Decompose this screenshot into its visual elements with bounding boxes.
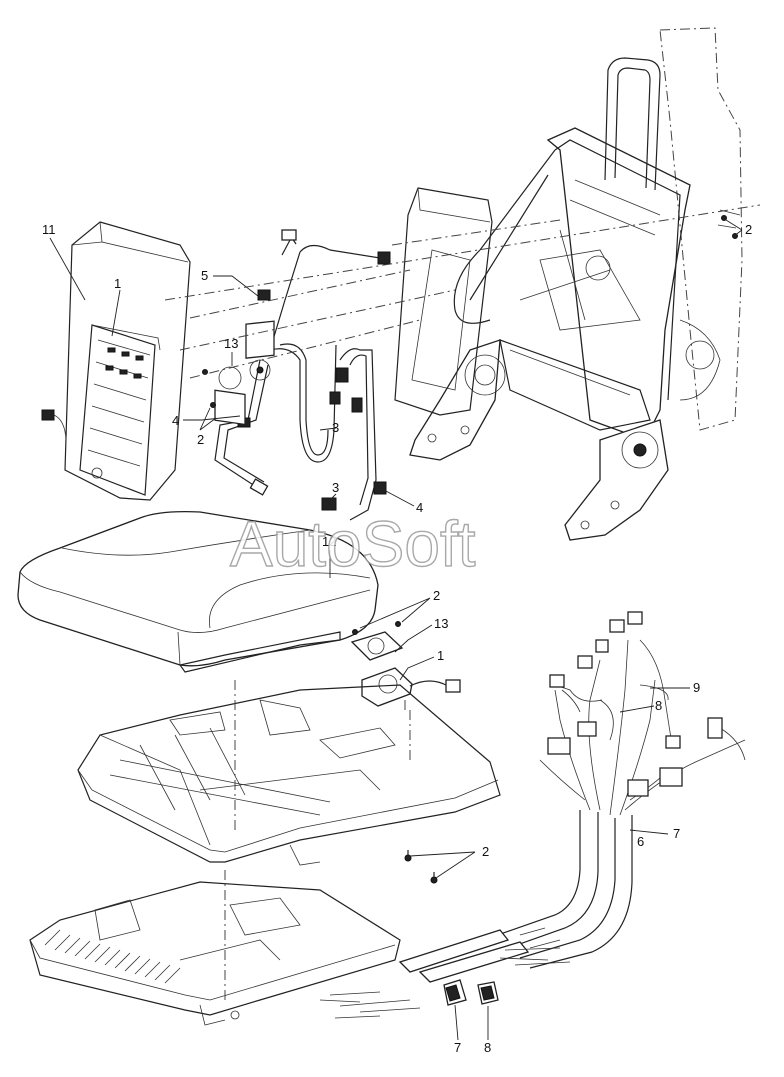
watermark-text: AutoSoft <box>230 508 476 580</box>
callout-12: 12 <box>322 534 336 549</box>
fan-icon <box>202 320 275 426</box>
connector-icon <box>335 367 349 383</box>
callout-5: 5 <box>201 268 208 283</box>
heating-mat-grid <box>87 339 151 467</box>
fan-icon <box>350 621 461 707</box>
seat-base <box>29 881 401 1026</box>
callout-7-connector: 7 <box>454 1040 461 1055</box>
assembly-lines-seat <box>224 680 411 1000</box>
backrest-frame <box>409 27 743 541</box>
callout-13-back: 13 <box>224 336 238 351</box>
connector-icon <box>41 409 55 421</box>
connector-icon <box>443 979 467 1006</box>
callout-1-seat: 1 <box>437 648 444 663</box>
callout-8-connector: 8 <box>484 1040 491 1055</box>
callout-2-seat: 2 <box>433 588 440 603</box>
floor-hatching <box>319 947 571 1019</box>
callout-3-lower: 3 <box>332 480 339 495</box>
connector-icon <box>281 229 297 241</box>
callout-1-back: 1 <box>114 276 121 291</box>
callout-4-lower: 4 <box>416 500 423 515</box>
callout-2-left: 2 <box>197 432 204 447</box>
callout-6: 6 <box>637 834 644 849</box>
callout-labels: 11 1 5 13 4 2 3 3 4 2 12 2 13 1 9 8 7 6 … <box>42 222 752 1055</box>
connector-icon <box>477 981 499 1005</box>
assembly-lines-back <box>164 204 761 379</box>
backrest-upholstery <box>41 221 191 501</box>
callout-4-left: 4 <box>172 413 179 428</box>
seat-frame <box>77 684 501 884</box>
connector-icon <box>377 251 391 265</box>
leader-lines <box>49 219 743 1041</box>
back-wiring-harness <box>214 229 391 521</box>
callout-3-mid: 3 <box>332 420 339 435</box>
callout-8-harness: 8 <box>655 698 662 713</box>
callout-7-harness: 7 <box>673 826 680 841</box>
callout-2-right-top: 2 <box>745 222 752 237</box>
callout-13-seat: 13 <box>434 616 448 631</box>
callout-2-bottom: 2 <box>482 844 489 859</box>
callout-9: 9 <box>693 680 700 695</box>
seat-cushion <box>17 510 379 673</box>
main-wiring-harness <box>398 611 746 983</box>
callout-11: 11 <box>42 222 56 237</box>
back-cushion-panel <box>394 187 493 416</box>
